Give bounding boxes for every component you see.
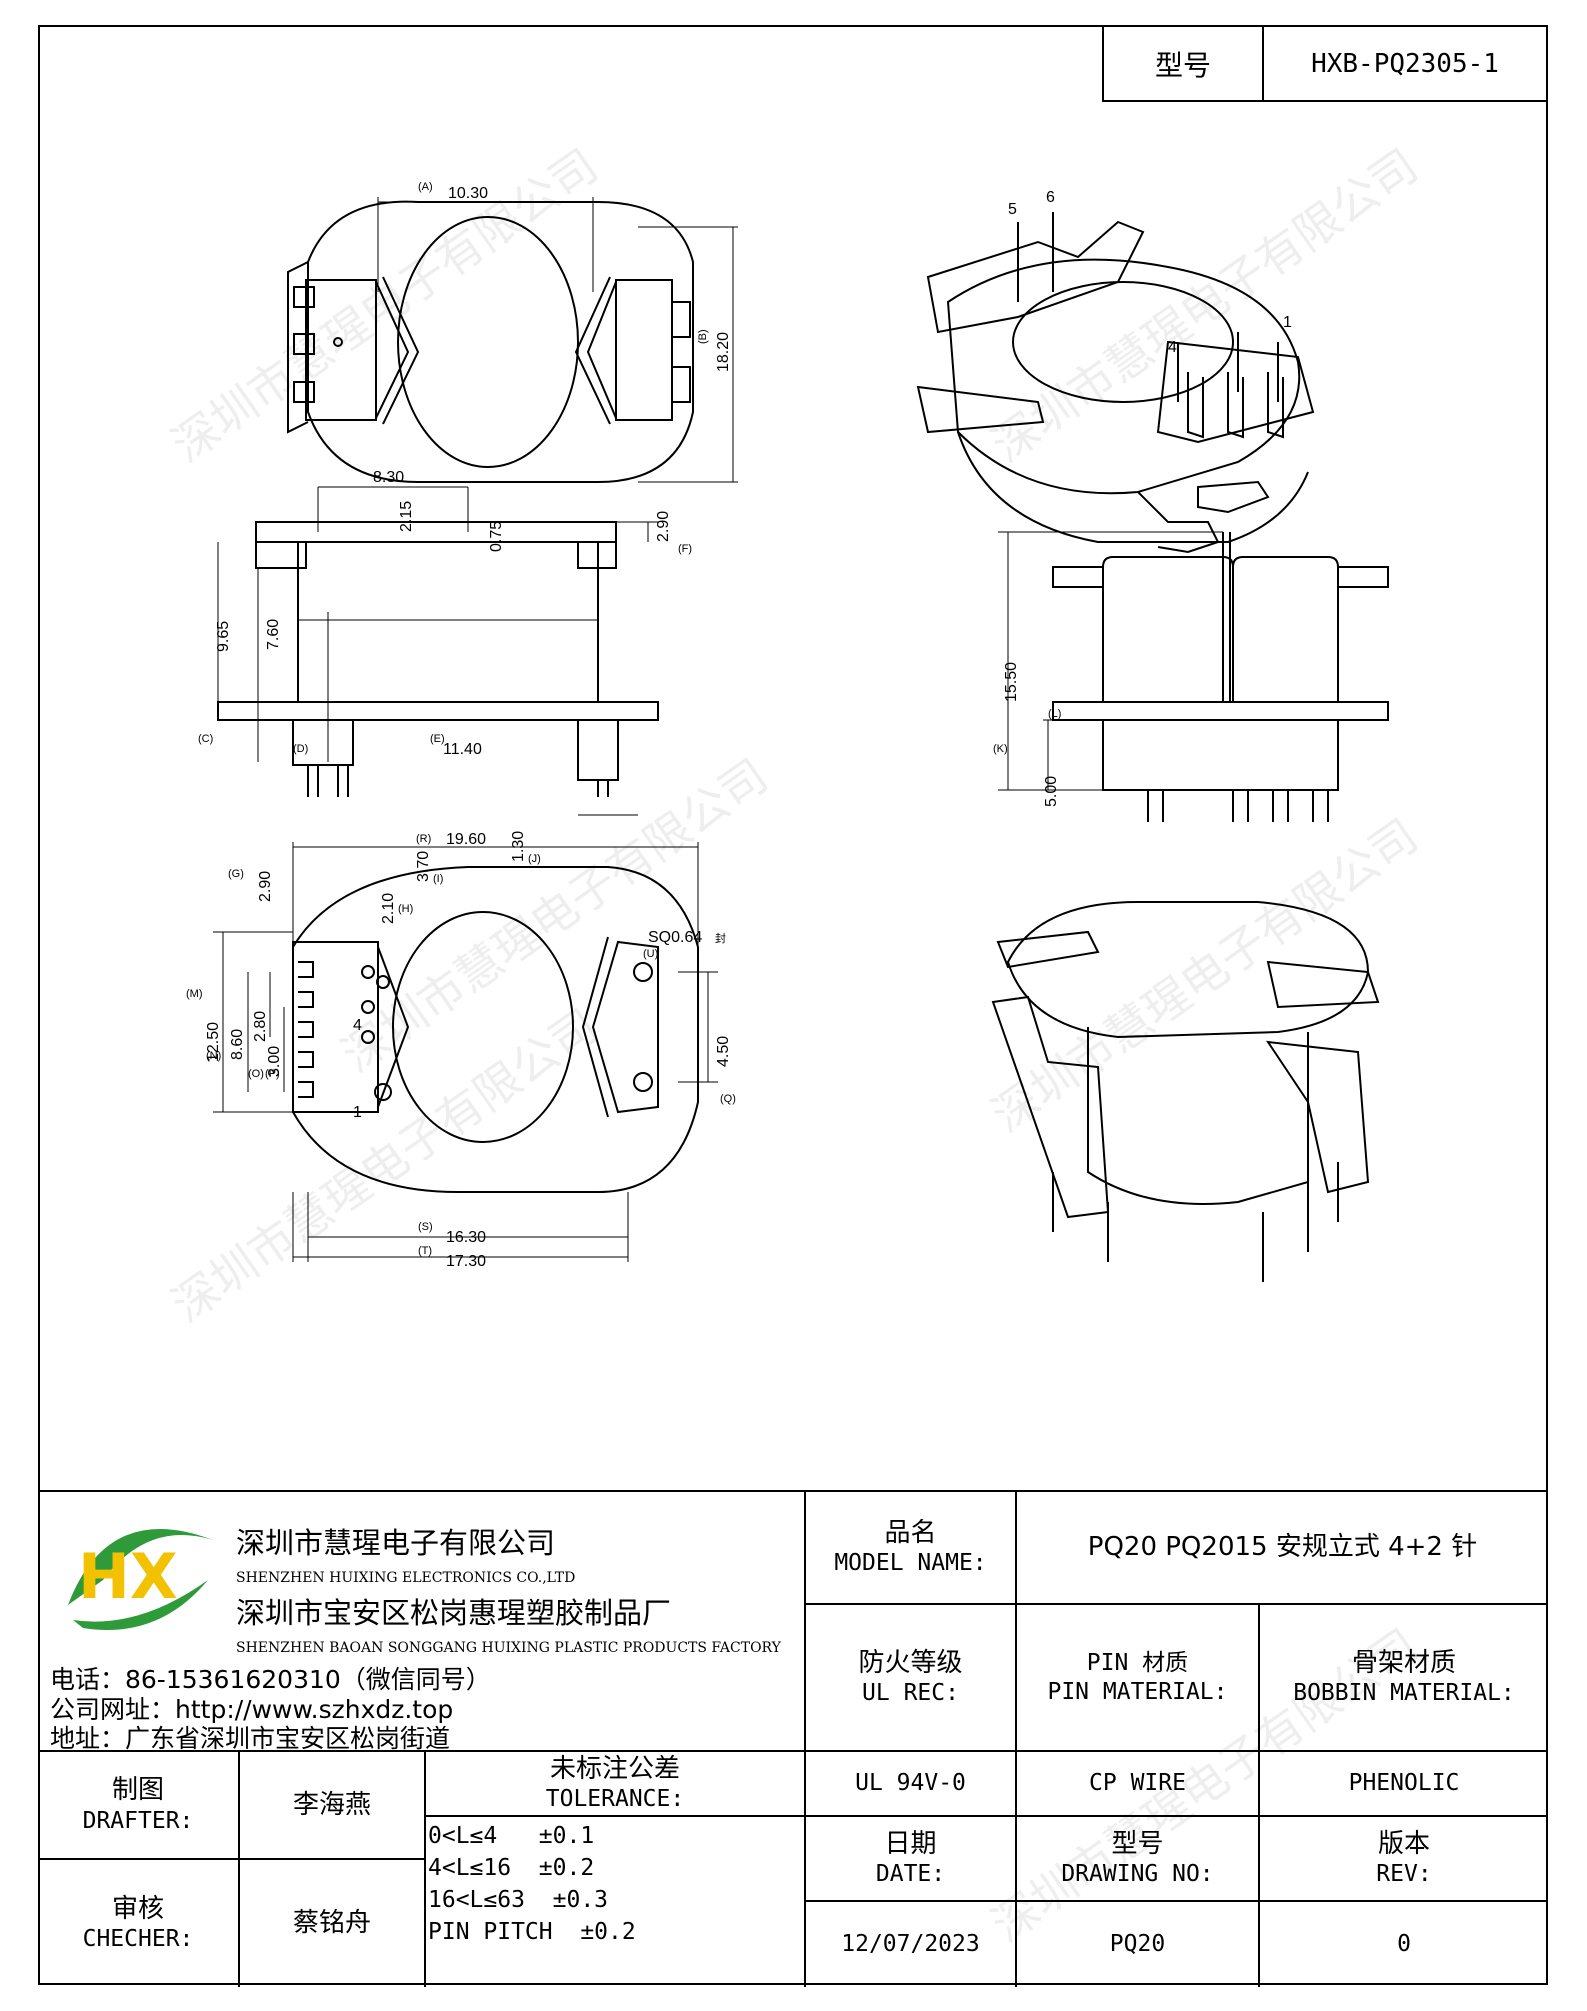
dim-Q: 4.50 xyxy=(715,1036,732,1067)
logo-letters: HX xyxy=(78,1540,178,1613)
tolerance-row: 0<L≤4 ±0.1 xyxy=(428,1823,595,1849)
company-phone: 电话：86-15361620310（微信同号） xyxy=(50,1665,491,1694)
dim-I-tag: (I) xyxy=(433,873,443,885)
checker-name: 蔡铭舟 xyxy=(292,1908,371,1939)
pin-label-5: 5 xyxy=(1008,201,1017,218)
technical-drawing: (A) 10.30 18.20 (B) 5 6 4 1 xyxy=(186,181,1389,1282)
company-name-en: SHENZHEN HUIXING ELECTRONICS CO.,LTD xyxy=(236,1570,576,1586)
dim-pin-size: SQ0.64 xyxy=(648,929,702,946)
dim-K: 15.50 xyxy=(1003,662,1020,702)
dim-290: 2.90 xyxy=(655,511,672,542)
side-view xyxy=(217,486,659,816)
dim-S-tag: (S) xyxy=(418,1221,433,1233)
tolerance-list: 0<L≤4 ±0.1 4<L≤16 ±0.2 16<L≤63 ±0.3 PIN … xyxy=(428,1820,636,1948)
pin-label-6: 6 xyxy=(1046,189,1055,206)
dim-M-tag: (M) xyxy=(186,988,203,1000)
dim-075: 0.75 xyxy=(488,521,505,552)
model-name-label: 品名 MODEL NAME: xyxy=(834,1517,987,1577)
date-value: 12/07/2023 xyxy=(841,1931,980,1958)
pin-label-1-bottom: 1 xyxy=(353,1104,362,1121)
drawing-frame xyxy=(38,25,1548,1985)
dim-C: 9.65 xyxy=(215,621,232,652)
company-logo: HX xyxy=(68,1528,213,1630)
dim-U-tag: (U) xyxy=(643,948,658,960)
dim-S: 16.30 xyxy=(446,1229,486,1246)
dim-H-tag: (H) xyxy=(398,903,413,915)
model-name-value: PQ20 PQ2015 安规立式 4+2 针 xyxy=(1087,1532,1478,1563)
dim-A: 10.30 xyxy=(448,185,488,202)
dim-G-tag: (G) xyxy=(228,868,244,880)
dim-N: 8.60 xyxy=(229,1029,246,1060)
company-name-cn: 深圳市慧瑆电子有限公司 xyxy=(236,1526,556,1560)
dim-Q-tag: (Q) xyxy=(720,1093,736,1105)
pin-label-4: 4 xyxy=(1168,339,1177,356)
pin-label-1: 1 xyxy=(1283,314,1292,331)
model-value: HXB-PQ2305-1 xyxy=(1311,48,1499,79)
pin-label-4-bottom: 4 xyxy=(353,1017,362,1034)
tolerance-row: PIN PITCH ±0.2 xyxy=(428,1919,636,1945)
dim-A-tag: (A) xyxy=(418,181,433,193)
dim-E-tag: (E) xyxy=(430,733,445,745)
company-address: 地址：广东省深圳市宝安区松岗街道 xyxy=(50,1724,451,1753)
model-label: 型号 xyxy=(1104,27,1264,100)
dim-O: 2.80 xyxy=(252,1011,269,1042)
model-number-box: 型号 HXB-PQ2305-1 xyxy=(1102,25,1548,102)
title-block: HX 深圳市慧瑆电子有限公司 SHENZHEN HUIXING ELECTRON… xyxy=(38,1490,1548,1987)
dim-pin-suffix: 封 xyxy=(715,931,726,945)
tolerance-label: 未标注公差 TOLERANCE: xyxy=(545,1753,685,1813)
dim-B: 18.20 xyxy=(715,332,732,372)
dim-E: 11.40 xyxy=(443,741,482,758)
iso-view-bottom xyxy=(991,901,1380,1282)
dim-H: 2.10 xyxy=(380,893,397,924)
drawing-no-value: PQ20 xyxy=(1109,1931,1166,1958)
revision-value: 0 xyxy=(1397,1931,1411,1958)
dim-side-width: 8.30 xyxy=(373,469,404,486)
front-view xyxy=(998,531,1389,822)
drafter-label: 制图 DRAFTER: xyxy=(82,1775,194,1834)
bottom-view xyxy=(213,842,718,1262)
date-label: 日期 DATE: xyxy=(875,1828,946,1888)
checker-label: 审核 CHECHER: xyxy=(82,1893,194,1953)
factory-name-en: SHENZHEN BAOAN SONGGANG HUIXING PLASTIC … xyxy=(236,1640,781,1656)
bobbin-material-label: 骨架材质 BOBBIN MATERIAL: xyxy=(1293,1647,1515,1707)
dim-N-tag: (N) xyxy=(206,1050,221,1062)
dim-M: 12.50 xyxy=(205,1022,222,1062)
dim-C-tag: (C) xyxy=(198,733,213,745)
dim-B-tag: (B) xyxy=(697,329,709,344)
company-website: 公司网址：http://www.szhxdz.top xyxy=(50,1695,454,1724)
dim-G: 2.90 xyxy=(257,871,274,902)
factory-name-cn: 深圳市宝安区松岗惠瑆塑胶制品厂 xyxy=(236,1596,672,1630)
revision-label: 版本 REV: xyxy=(1376,1828,1432,1888)
dim-215: 2.15 xyxy=(398,501,415,532)
bobbin-material-value: PHENOLIC xyxy=(1348,1770,1460,1797)
dim-T-tag: (T) xyxy=(418,1245,432,1257)
top-view xyxy=(287,197,738,483)
ul-rec-label: 防火等级 UL REC: xyxy=(858,1647,963,1707)
iso-view-top xyxy=(916,212,1315,554)
dim-I: 3.70 xyxy=(415,851,432,882)
dim-J: 1.30 xyxy=(510,831,527,862)
dim-O-tag: (O) xyxy=(248,1068,264,1080)
dim-D: 7.60 xyxy=(265,619,282,650)
dim-F-tag: (F) xyxy=(678,543,692,555)
dim-K-tag: (K) xyxy=(993,743,1008,755)
drawing-no-label: 型号 DRAWING NO: xyxy=(1061,1828,1214,1888)
dim-P: 3.00 xyxy=(266,1046,283,1077)
company-block: HX 深圳市慧瑆电子有限公司 SHENZHEN HUIXING ELECTRON… xyxy=(38,1492,806,1753)
dim-T: 17.30 xyxy=(446,1253,486,1270)
dim-J-tag: (J) xyxy=(528,853,541,865)
pin-material-label: PIN 材质 PIN MATERIAL: xyxy=(1047,1649,1228,1705)
tolerance-row: 4<L≤16 ±0.2 xyxy=(428,1855,595,1881)
pin-material-value: CP WIRE xyxy=(1089,1770,1186,1797)
dim-L: 5.00 xyxy=(1043,776,1060,807)
tolerance-row: 16<L≤63 ±0.3 xyxy=(428,1887,609,1913)
drafter-name: 李海燕 xyxy=(292,1789,371,1820)
dim-R: 19.60 xyxy=(446,831,486,848)
dim-P-tag: (P) xyxy=(265,1068,280,1080)
dim-R-tag: (R) xyxy=(416,833,431,845)
ul-rec-value: UL 94V-0 xyxy=(855,1770,966,1797)
dim-L-tag: (L) xyxy=(1048,708,1061,720)
dim-D-tag: (D) xyxy=(293,743,308,755)
